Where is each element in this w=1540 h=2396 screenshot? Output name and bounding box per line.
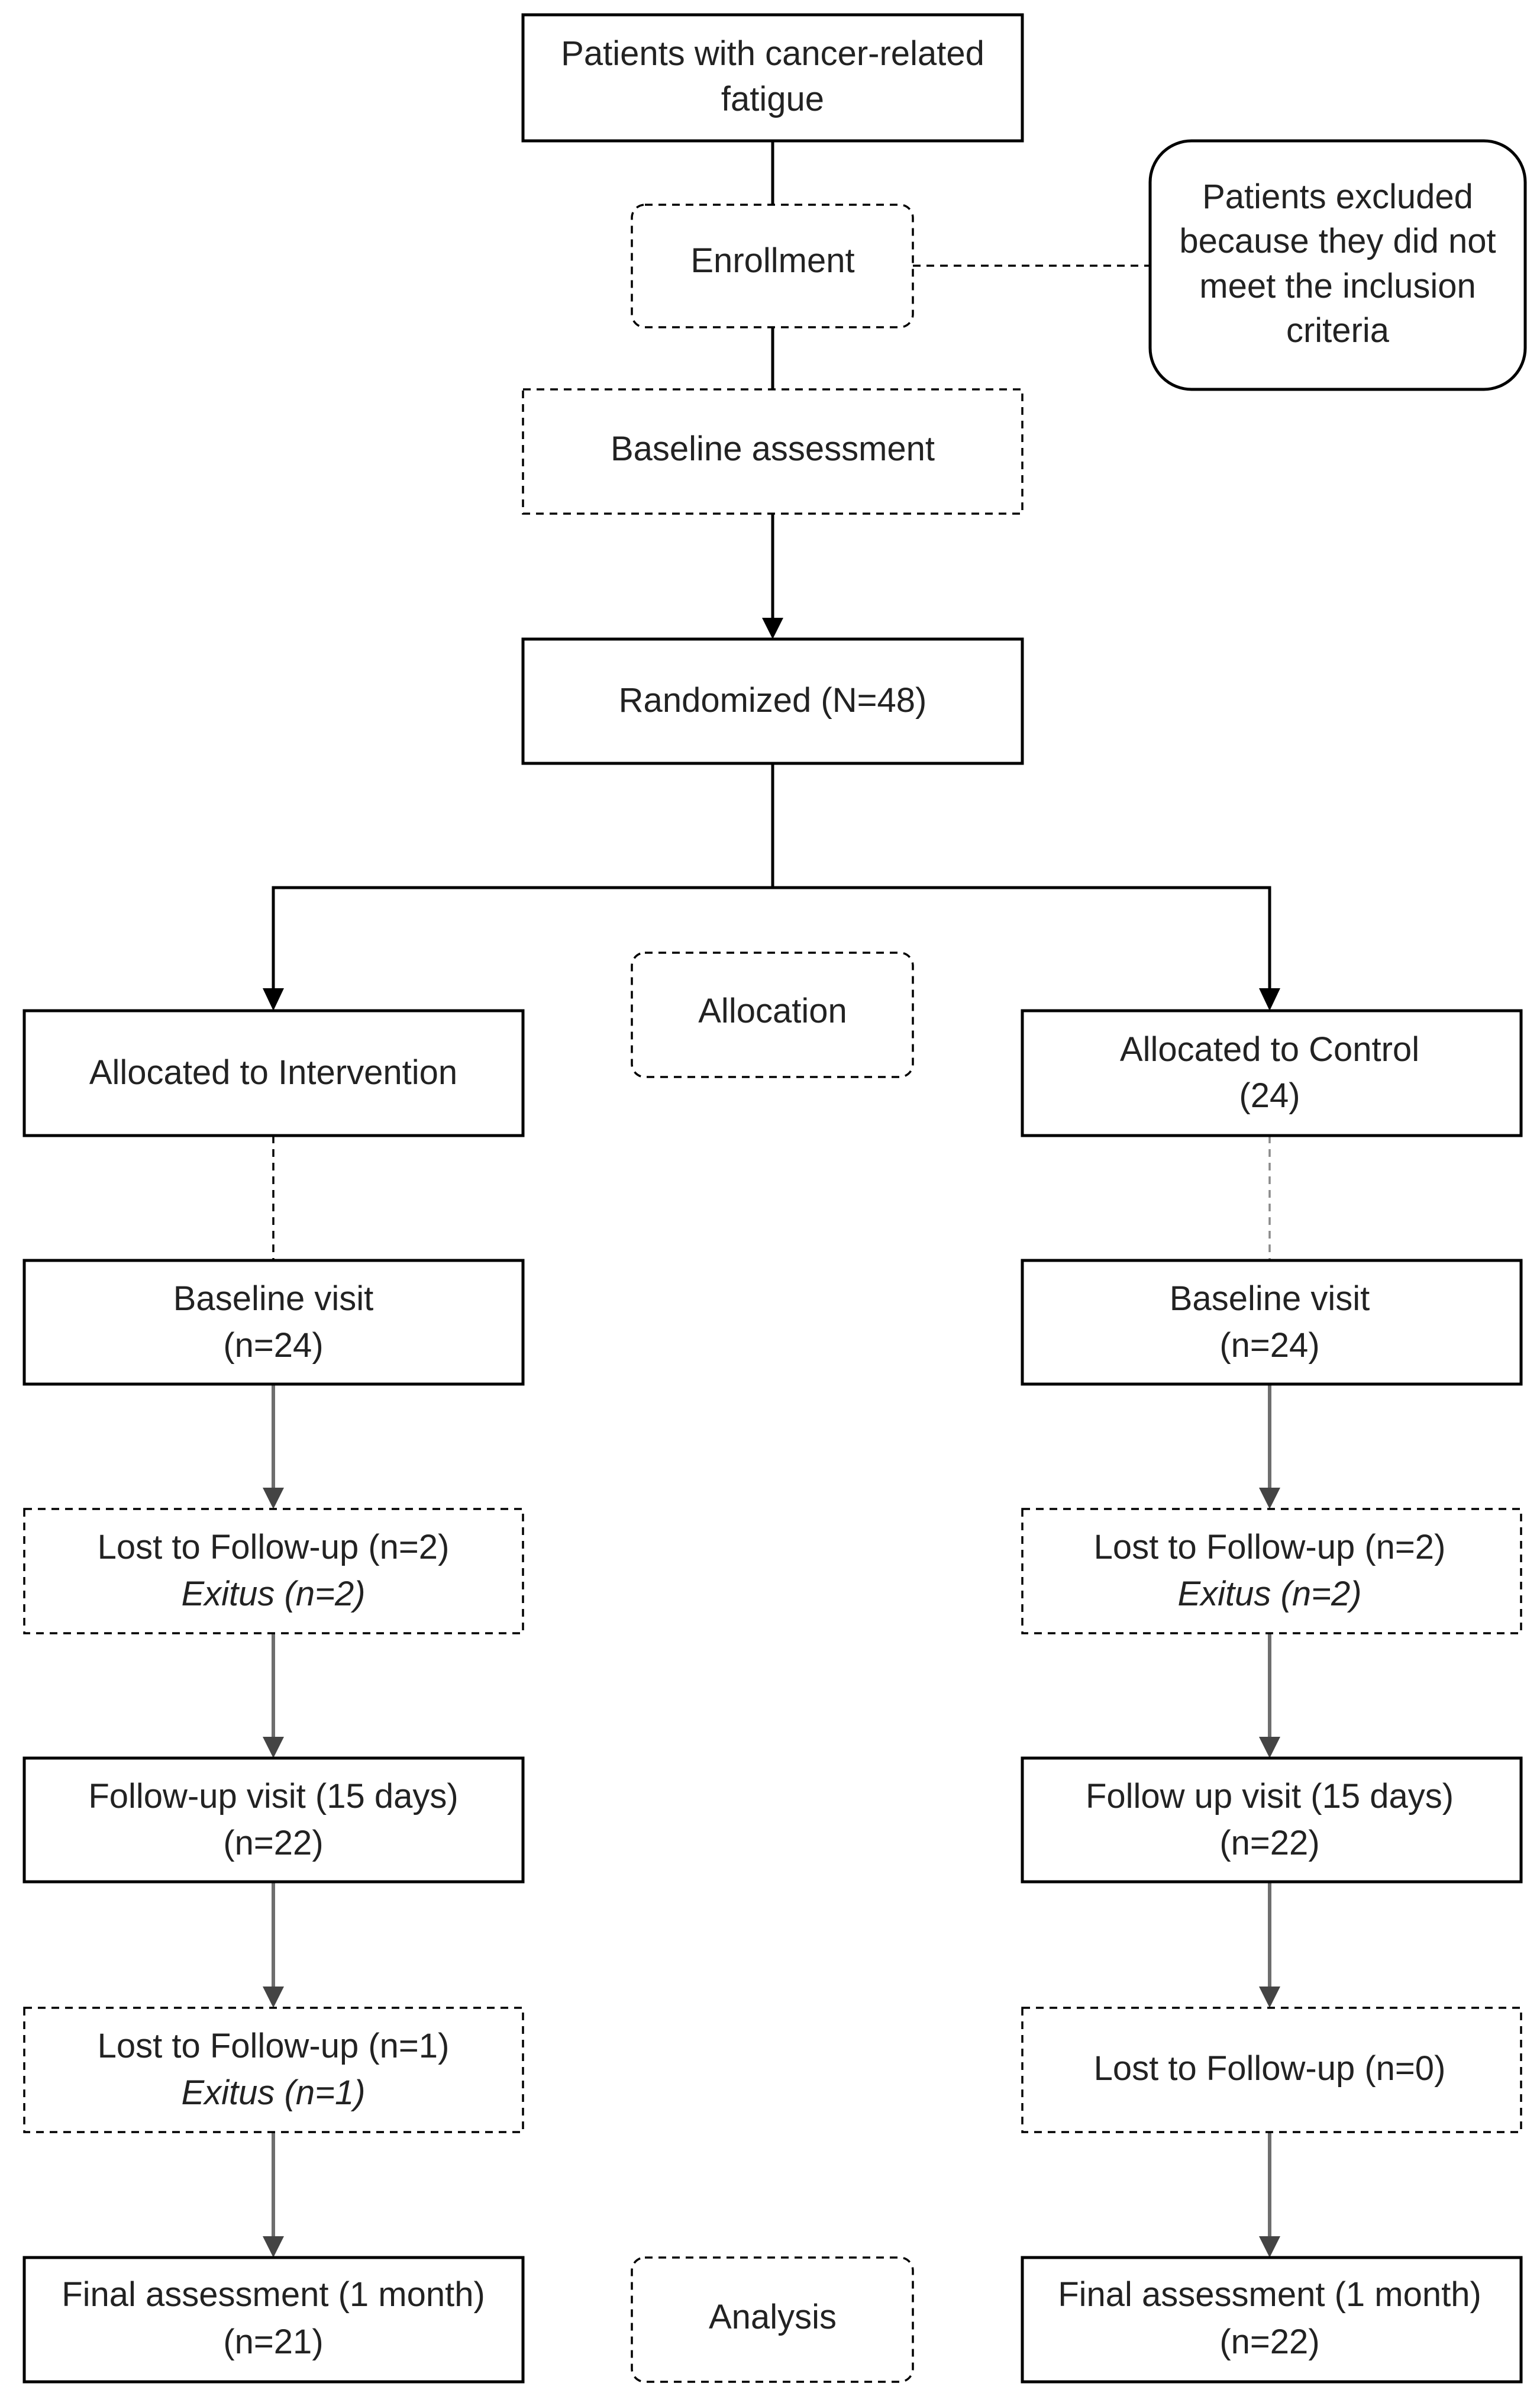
int-final-box: Final assessment (1 month) (n=21)	[22, 2256, 525, 2384]
excluded-line1: Patients excluded	[1202, 178, 1473, 216]
arrowhead-int-final	[263, 2236, 284, 2258]
int-lost1-box: Lost to Follow-up (n=2) Exitus (n=2)	[23, 1508, 524, 1634]
int-lost1-line1: Lost to Follow-up (n=2)	[98, 1528, 450, 1566]
ctl-allocated-line1: Allocated to Control	[1120, 1030, 1419, 1069]
int-allocated-box: Allocated to Intervention	[22, 1009, 525, 1137]
analysis-box: Analysis	[631, 2256, 914, 2383]
ctl-final-box: Final assessment (1 month) (n=22)	[1021, 2256, 1523, 2384]
arrowhead-ctl-lost1	[1259, 1488, 1280, 1509]
int-lost2-line1: Lost to Follow-up (n=1)	[98, 2027, 450, 2065]
arrowhead-ctl-final	[1259, 2236, 1280, 2258]
int-final-line2: (n=21)	[223, 2323, 323, 2361]
int-baseline-line1: Baseline visit	[173, 1279, 373, 1318]
int-allocated-label: Allocated to Intervention	[89, 1053, 457, 1092]
int-followup-line2: (n=22)	[223, 1824, 323, 1862]
ctl-allocated-line2: (24)	[1239, 1076, 1300, 1115]
arrowhead-intervention	[263, 988, 284, 1011]
ctl-followup-line2: (n=22)	[1219, 1824, 1319, 1862]
arrowhead-int-followup	[263, 1737, 284, 1758]
randomized-box: Randomized (N=48)	[521, 637, 1024, 765]
excluded-box: Patients excluded because they did not m…	[1148, 139, 1527, 391]
baseline-assessment-box: Baseline assessment	[522, 388, 1024, 515]
int-followup-box: Follow-up visit (15 days) (n=22)	[22, 1756, 525, 1884]
ctl-baseline-line1: Baseline visit	[1170, 1279, 1370, 1318]
arrowhead-ctl-followup	[1259, 1737, 1280, 1758]
int-baseline-visit-box: Baseline visit (n=24)	[22, 1259, 525, 1386]
patients-box-line2: fatigue	[721, 80, 824, 118]
arrowhead-int-lost1	[263, 1488, 284, 1509]
int-baseline-line2: (n=24)	[223, 1326, 323, 1365]
analysis-label: Analysis	[709, 2298, 837, 2336]
ctl-followup-box: Follow up visit (15 days) (n=22)	[1021, 1756, 1523, 1884]
ctl-lost1-box: Lost to Follow-up (n=2) Exitus (n=2)	[1021, 1508, 1522, 1634]
ctl-allocated-box: Allocated to Control (24)	[1021, 1009, 1523, 1137]
excluded-line4: criteria	[1286, 311, 1390, 350]
arrowhead-ctl-lost2	[1259, 1987, 1280, 2008]
allocation-label: Allocation	[698, 992, 847, 1030]
excluded-line3: meet the inclusion	[1199, 267, 1476, 305]
ctl-lost1-line1: Lost to Follow-up (n=2)	[1094, 1528, 1446, 1566]
connectors	[263, 141, 1280, 2258]
int-final-line1: Final assessment (1 month)	[62, 2275, 485, 2314]
connector-split-horizontal	[272, 886, 1271, 994]
enrollment-label: Enrollment	[690, 241, 854, 280]
enrollment-box: Enrollment	[631, 204, 914, 328]
patients-box: Patients with cancer-related fatigue	[521, 13, 1024, 143]
int-lost2-line2: Exitus (n=1)	[181, 2073, 365, 2112]
randomized-label: Randomized (N=48)	[619, 681, 927, 720]
ctl-followup-line1: Follow up visit (15 days)	[1086, 1777, 1454, 1815]
ctl-lost1-line2: Exitus (n=2)	[1177, 1575, 1361, 1613]
ctl-final-line1: Final assessment (1 month)	[1058, 2275, 1481, 2314]
baseline-assessment-label: Baseline assessment	[611, 430, 935, 468]
ctl-lost2-label: Lost to Follow-up (n=0)	[1094, 2049, 1446, 2088]
arrowhead-control	[1259, 988, 1280, 1011]
int-followup-line1: Follow-up visit (15 days)	[88, 1777, 458, 1815]
ctl-baseline-visit-box: Baseline visit (n=24)	[1021, 1259, 1523, 1386]
ctl-baseline-line2: (n=24)	[1219, 1326, 1319, 1365]
int-lost1-line2: Exitus (n=2)	[181, 1575, 365, 1613]
arrowhead-int-lost2	[263, 1987, 284, 2008]
arrowhead-randomized	[762, 618, 783, 639]
excluded-line2: because they did not	[1179, 222, 1496, 260]
ctl-final-line2: (n=22)	[1219, 2323, 1319, 2361]
ctl-lost2-box: Lost to Follow-up (n=0)	[1021, 2007, 1522, 2133]
int-lost2-box: Lost to Follow-up (n=1) Exitus (n=1)	[23, 2007, 524, 2133]
allocation-box: Allocation	[631, 952, 914, 1078]
patients-box-line1: Patients with cancer-related	[561, 34, 984, 73]
